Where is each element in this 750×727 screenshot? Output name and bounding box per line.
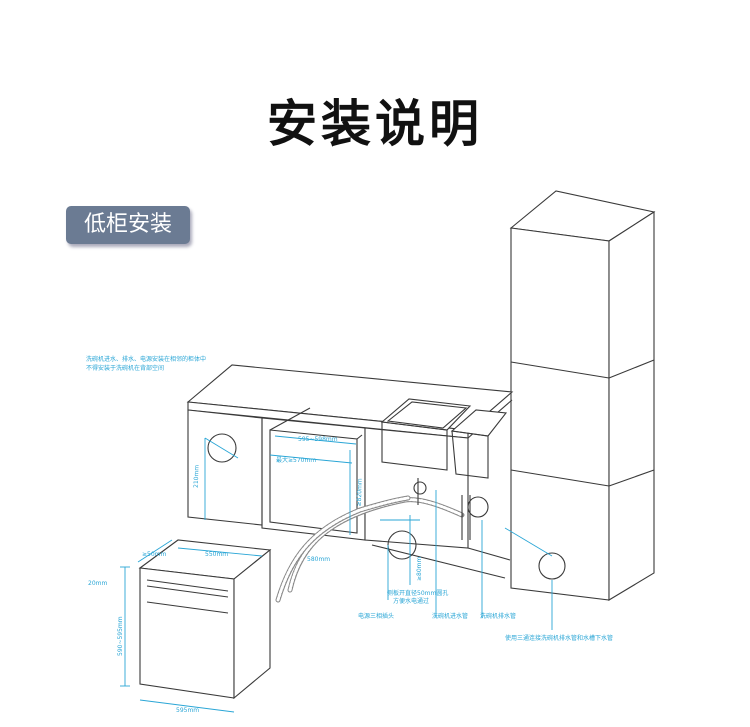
label-inlet: 洗碗机进水管 xyxy=(432,612,468,620)
dim-opening-width: 595~598mm xyxy=(298,436,338,443)
note-line1: 洗碗机进水、排水、电源安装在相邻的柜体中 xyxy=(86,355,206,363)
label-drain: 洗碗机排水管 xyxy=(480,612,516,620)
label-tee: 使用三通连接洗碗机排水管和水槽下水管 xyxy=(505,634,613,642)
hole-note-line1: 侧板开直径50mm圆孔 xyxy=(387,589,448,597)
dim-opening-height: 最大≥570mm xyxy=(276,456,316,464)
label-power: 电源三相插头 xyxy=(358,612,394,620)
section-badge: 低柜安装 xyxy=(66,206,190,244)
dim-niche-depth: 580mm xyxy=(307,556,330,563)
note-line2: 不得安装于洗碗机在背部空间 xyxy=(86,364,164,372)
sink xyxy=(380,398,508,479)
dim-washer-width: 595mm xyxy=(176,707,199,714)
dim-washer-top: ≥50mm xyxy=(142,551,167,558)
dim-washer-height: 590~595mm xyxy=(117,616,124,656)
dishwasher xyxy=(138,539,272,700)
tall-cabinet xyxy=(509,190,656,601)
lower-cabinet xyxy=(187,399,513,579)
dim-washer-depth: 550mm xyxy=(205,551,228,558)
dim-side-height: ≥820mm xyxy=(356,478,364,507)
drain-pipes xyxy=(387,478,566,580)
page-title: 安装说明 xyxy=(267,95,483,153)
dimension-lines xyxy=(120,435,553,713)
dim-washer-clear: 20mm xyxy=(88,580,107,587)
dim-pipe-hole: ≥80mm xyxy=(416,556,423,581)
dim-side-hole: 210mm xyxy=(193,465,201,489)
hole-note-line2: 方便水电通过 xyxy=(393,597,429,605)
